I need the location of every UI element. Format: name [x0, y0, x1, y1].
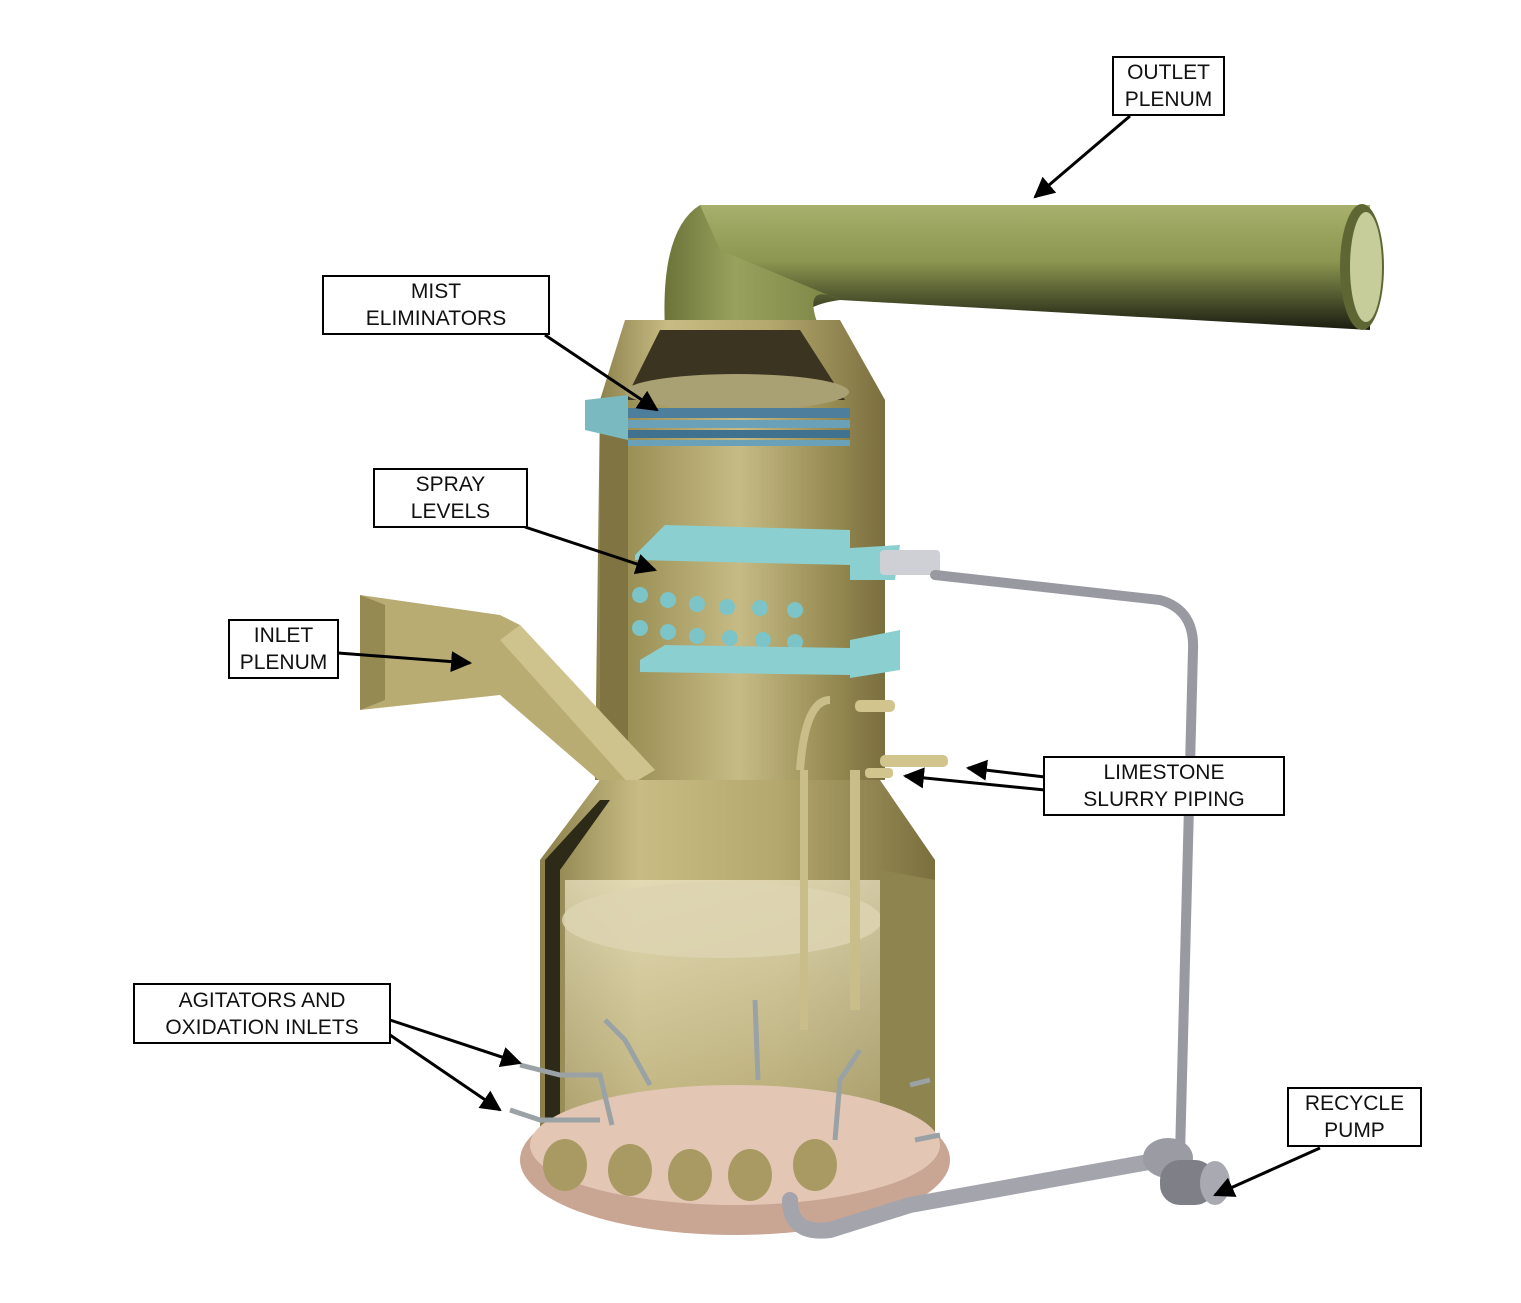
- arrow-limestone-2: [902, 767, 1046, 792]
- arrow-mist-eliminators: [544, 333, 659, 412]
- label-recycle-pump: RECYCLE PUMP: [1287, 1087, 1422, 1147]
- recycle-piping: [782, 570, 1199, 1239]
- agitators: [509, 999, 941, 1143]
- label-limestone-slurry-piping: LIMESTONE SLURRY PIPING: [1043, 756, 1285, 816]
- lower-vessel: [540, 780, 935, 1150]
- arrow-recycle-pump: [1213, 1146, 1321, 1197]
- arrow-spray-levels: [524, 525, 657, 575]
- arrow-agitators-2: [389, 1033, 502, 1112]
- spray-levels: [632, 525, 940, 678]
- inlet-plenum: [360, 595, 655, 790]
- leader-arrows: [337, 114, 1321, 1197]
- label-outlet-plenum: OUTLET PLENUM: [1112, 56, 1225, 116]
- label-agitators-oxidation-inlets: AGITATORS AND OXIDATION INLETS: [133, 983, 391, 1044]
- arrow-outlet-plenum: [1033, 114, 1131, 199]
- arrow-limestone-1: [965, 759, 1046, 781]
- arrow-inlet-plenum: [337, 651, 473, 673]
- label-spray-levels: SPRAY LEVELS: [373, 468, 528, 528]
- label-mist-eliminators: MIST ELIMINATORS: [322, 275, 550, 335]
- mist-eliminators: [585, 395, 850, 446]
- limestone-piping: [796, 696, 948, 1030]
- label-inlet-plenum: INLET PLENUM: [228, 619, 339, 679]
- arrow-agitators-1: [389, 1018, 522, 1068]
- outlet-duct: [664, 204, 1384, 330]
